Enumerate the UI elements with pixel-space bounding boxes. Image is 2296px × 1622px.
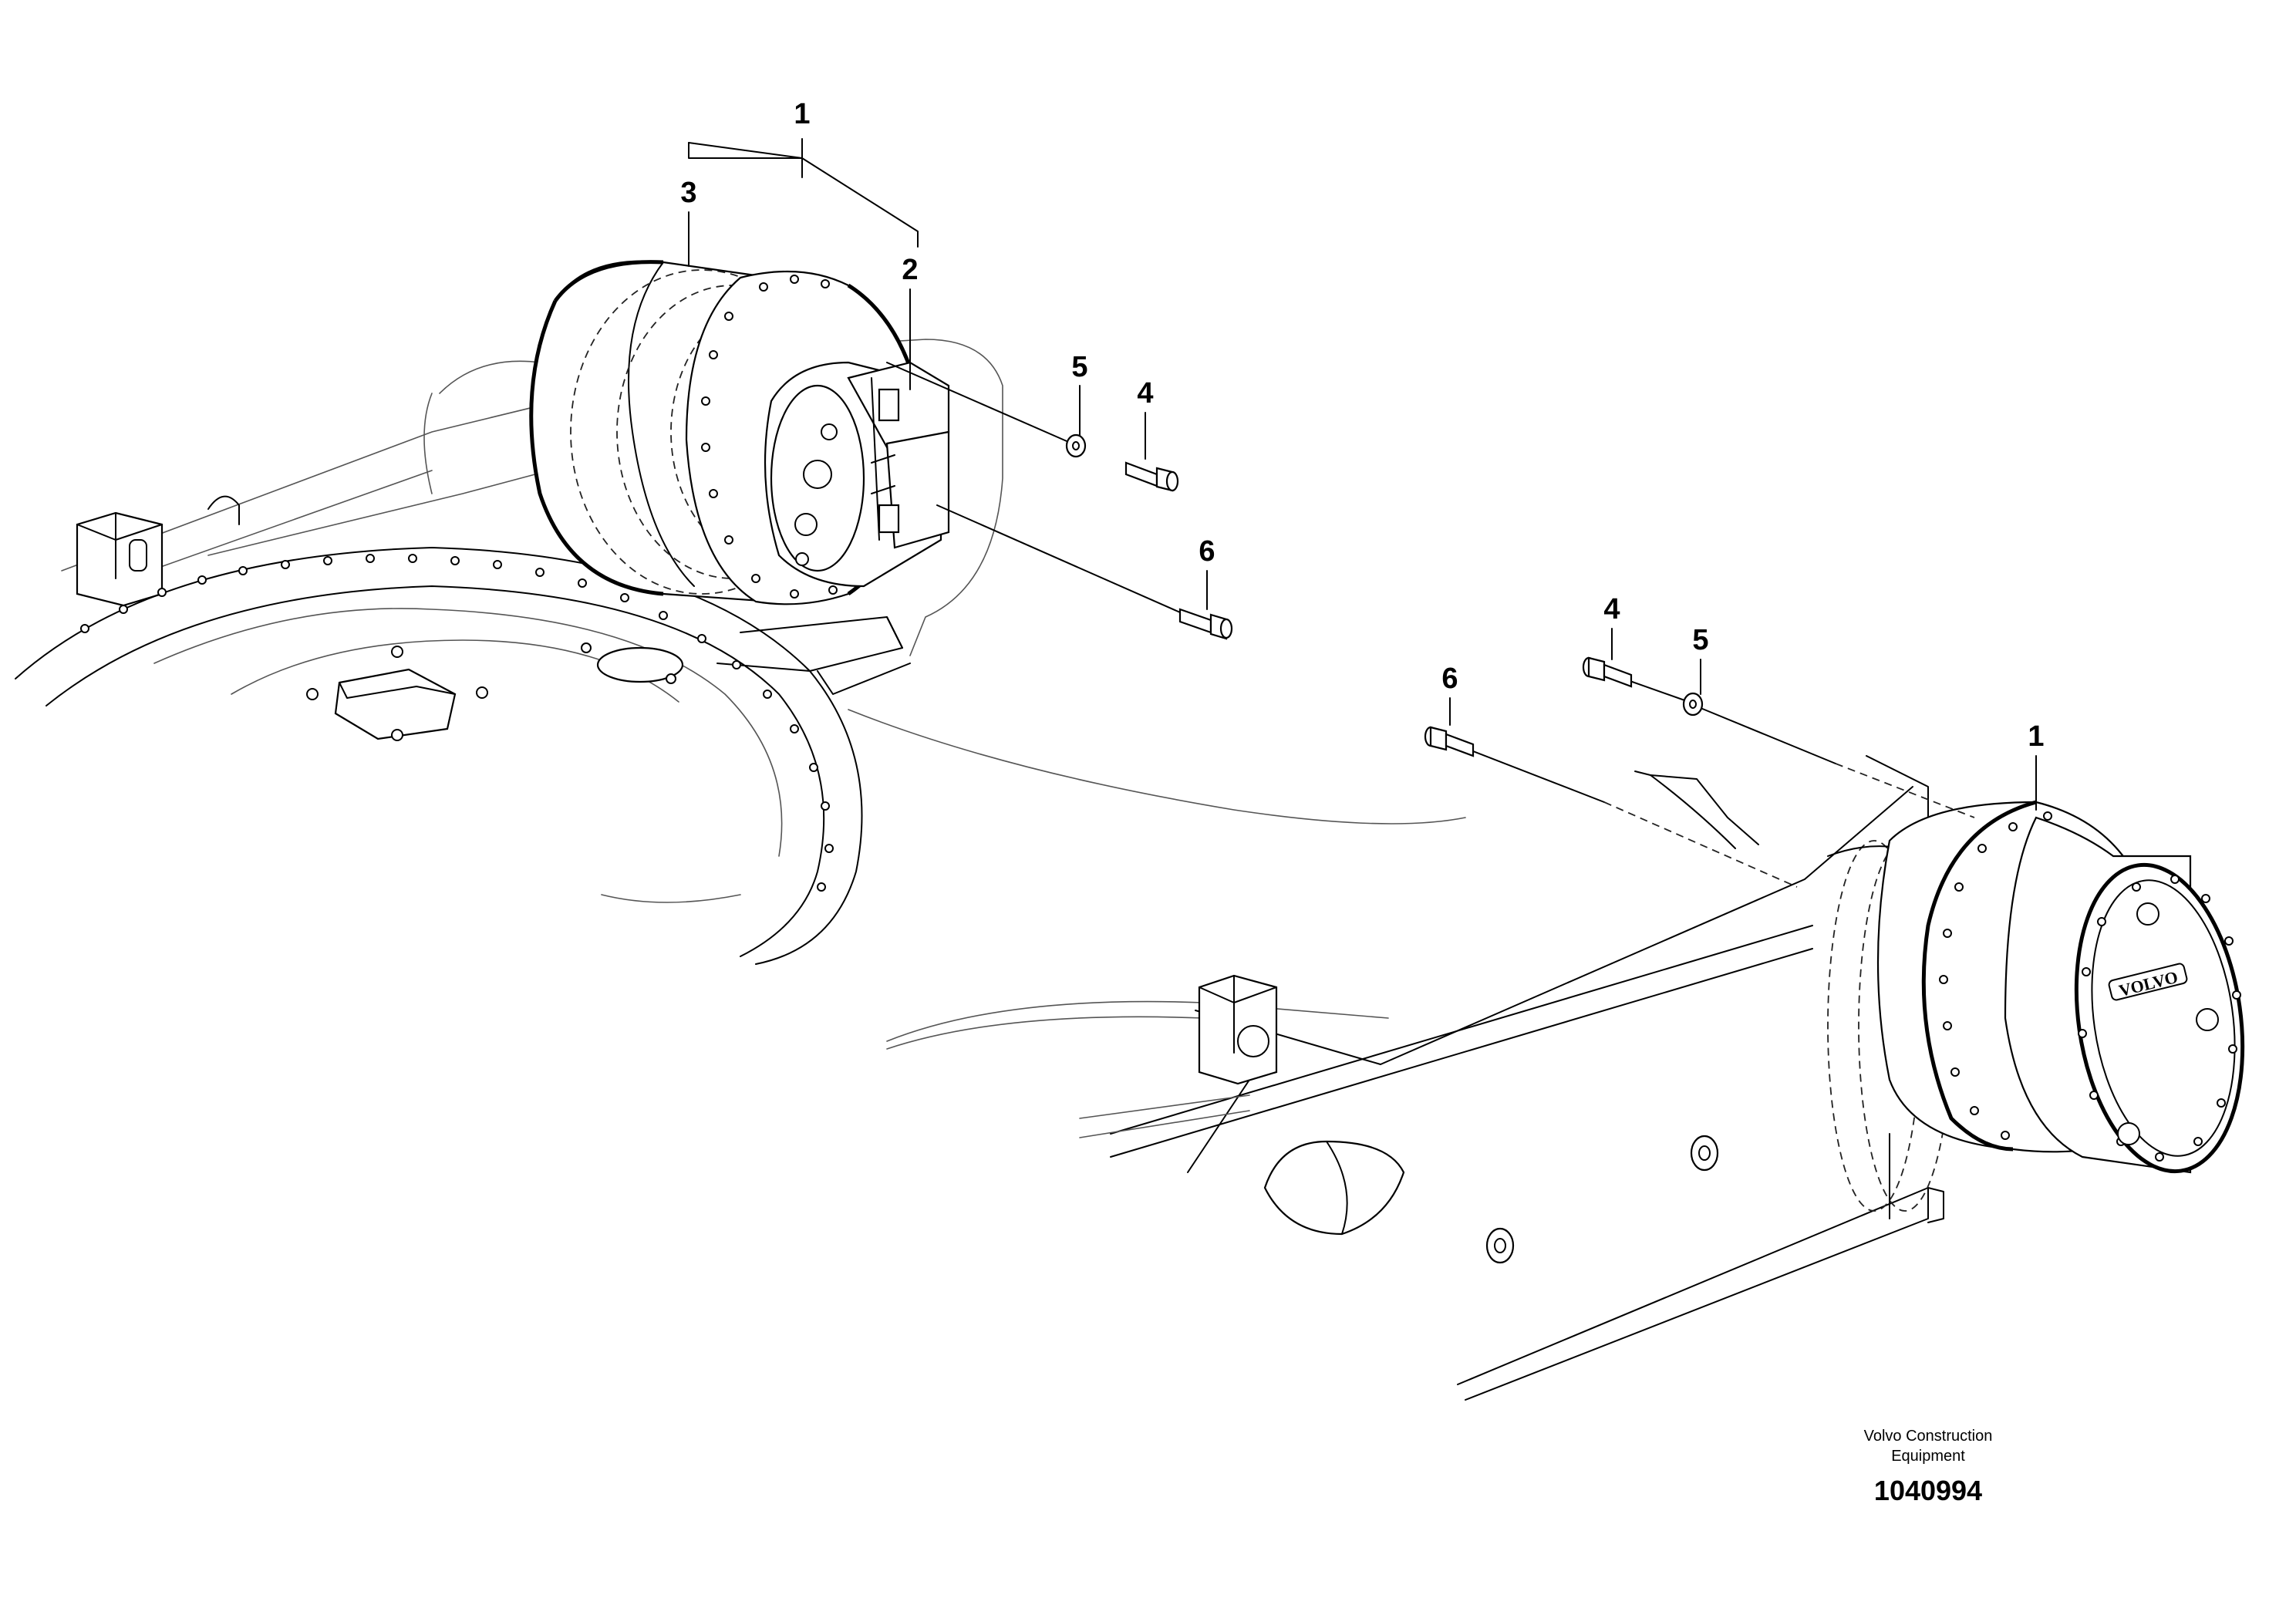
- left-long-bolt: [1178, 608, 1233, 640]
- callout-4-right: 4: [1603, 593, 1620, 626]
- callout-leaders: [688, 138, 2037, 811]
- company-name-line1: Volvo Construction: [1864, 1428, 1993, 1445]
- undercarriage-frame: [15, 339, 1944, 1401]
- footer: Volvo Construction Equipment 1040994: [1864, 1428, 1993, 1506]
- callout-4-left: 4: [1137, 377, 1153, 410]
- drawing-number: 1040994: [1874, 1475, 1982, 1506]
- callout-1-left: 1: [794, 98, 810, 130]
- callout-1-right: 1: [2028, 720, 2044, 753]
- left-fasteners: [886, 362, 1233, 640]
- callout-6-left: 6: [1199, 535, 1215, 568]
- right-travel-motor: VOLVO: [1827, 800, 2245, 1212]
- callout-5-right: 5: [1692, 624, 1708, 656]
- callout-6-right: 6: [1441, 663, 1458, 695]
- right-fasteners: [1424, 656, 1975, 888]
- callout-2-left: 2: [902, 254, 918, 286]
- right-long-bolt: [1424, 726, 1475, 757]
- left-flange-bolt-holes: [701, 275, 838, 599]
- callout-3-left: 3: [680, 177, 696, 209]
- callouts: 1 3 2 5 4 6 4 5 6 1: [680, 98, 2044, 753]
- callout-5-left: 5: [1071, 351, 1087, 383]
- left-bolt: [1124, 461, 1179, 492]
- company-name-line2: Equipment: [1891, 1448, 1965, 1465]
- ring-bolt-holes: [80, 554, 834, 892]
- right-flange-bolt-holes: [1939, 811, 2052, 1140]
- left-travel-motor: [529, 260, 950, 605]
- right-bolt: [1582, 656, 1633, 688]
